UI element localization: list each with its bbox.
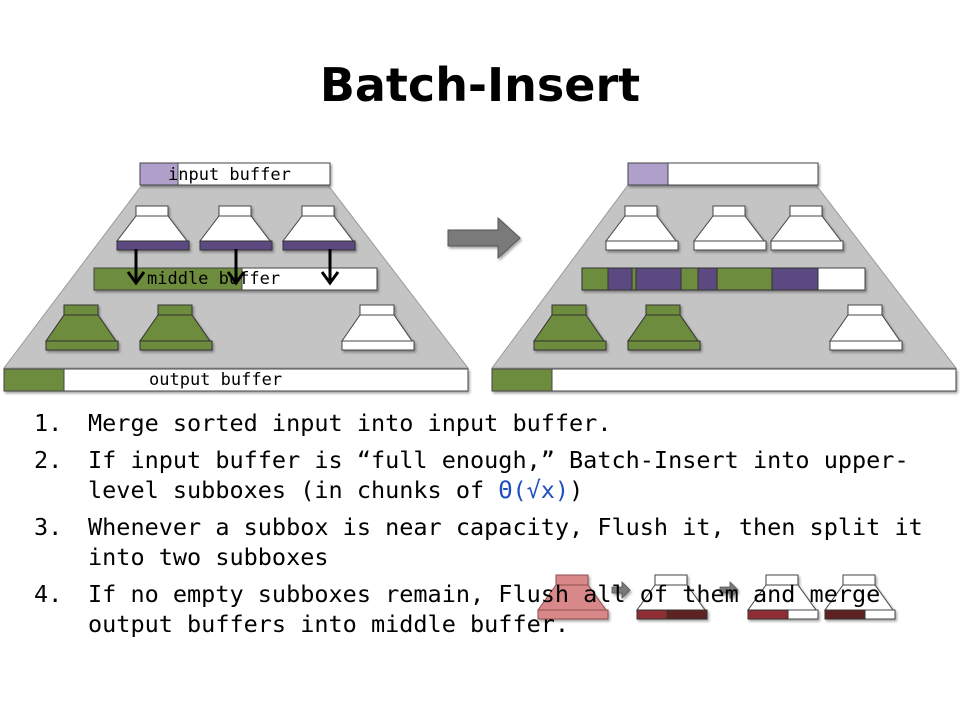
steps-list: 1.Merge sorted input into input buffer. … xyxy=(34,408,934,646)
input-buffer-fill xyxy=(139,162,179,186)
left-upper-subbox-2 xyxy=(198,205,273,251)
step-number: 4. xyxy=(34,580,63,608)
step-text: Merge sorted input into input buffer. xyxy=(88,409,612,437)
step-text-close: ) xyxy=(569,476,584,504)
step-number: 2. xyxy=(34,446,63,474)
flushed-subbox xyxy=(636,574,708,620)
output-buffer xyxy=(3,368,469,392)
flush-down-arrows xyxy=(126,249,340,286)
step-text: Whenever a subbox is near capacity, Flus… xyxy=(88,513,923,571)
split-subbox-a xyxy=(747,574,819,620)
right-output-buffer xyxy=(491,368,957,392)
step-text: If no empty subboxes remain, Flush all o… xyxy=(88,580,881,638)
split-arrow-icon-1 xyxy=(611,581,631,599)
step-2: 2. If input buffer is “full enough,” Batc… xyxy=(34,445,934,505)
left-lower-subbox-3 xyxy=(341,304,415,351)
slide-title: Batch-Insert xyxy=(319,58,641,112)
right-veb-box xyxy=(491,162,958,392)
input-buffer xyxy=(139,162,331,186)
middle-buffer-fill xyxy=(93,267,243,291)
theta-sqrt-x: Θ(√x) xyxy=(498,476,570,504)
output-buffer-fill xyxy=(3,368,65,392)
split-arrow-icon-2 xyxy=(719,581,739,599)
middle-buffer-label: middle buffer xyxy=(147,269,280,289)
step-number: 3. xyxy=(34,513,63,541)
left-lower-subbox-2 xyxy=(139,304,213,351)
left-veb-box: input buffer middle buffer xyxy=(2,162,470,392)
input-buffer-label: input buffer xyxy=(168,165,291,185)
right-lower-subbox-1 xyxy=(533,304,607,351)
step-3: 3. Whenever a subbox is near capacity, Fl… xyxy=(34,512,934,572)
output-buffer-label: output buffer xyxy=(149,370,282,390)
left-upper-subbox-3 xyxy=(281,205,356,251)
right-middle-buffer xyxy=(581,267,866,291)
right-lower-subbox-2 xyxy=(627,304,701,351)
right-upper-subbox-2 xyxy=(692,205,767,251)
split-illustration xyxy=(537,574,896,620)
step-number: 1. xyxy=(34,409,63,437)
transition-arrow-icon xyxy=(447,216,521,260)
right-upper-subbox-1 xyxy=(604,205,679,251)
right-lower-subbox-3 xyxy=(829,304,903,351)
left-upper-subbox-1 xyxy=(115,205,190,251)
full-pink-subbox xyxy=(537,574,609,620)
right-upper-subbox-3 xyxy=(769,205,844,251)
split-subbox-b xyxy=(824,574,896,620)
step-1: 1. Merge sorted input into input buffer. xyxy=(34,408,934,438)
step-4: 4. If no empty subboxes remain, Flush all… xyxy=(34,579,934,639)
right-input-buffer xyxy=(627,162,819,186)
step-text: If input buffer is “full enough,” Batch-… xyxy=(88,446,909,504)
left-lower-subbox-1 xyxy=(45,304,119,351)
